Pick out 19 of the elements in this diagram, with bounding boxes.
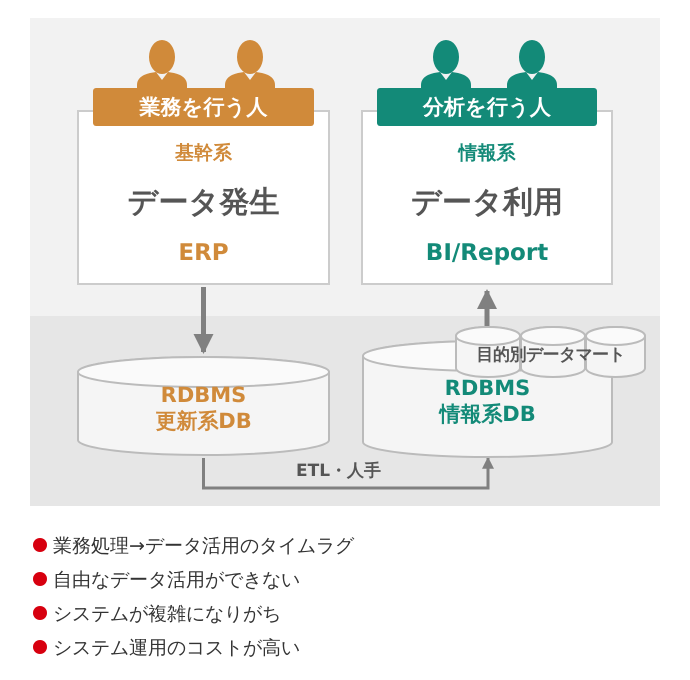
arrow [477, 289, 497, 326]
bullet-text: システムが複雑になりがち [53, 602, 281, 627]
role-tab: 業務を行う人 [93, 88, 314, 126]
bullet-text: 業務処理→データ活用のタイムラグ [53, 534, 354, 559]
box-title: データ発生 [126, 184, 280, 222]
system-type: 基幹系 [174, 141, 233, 166]
system-name: BI/Report [424, 240, 550, 266]
data-mart-label: 目的別データマート [475, 344, 626, 366]
role-tab: 分析を行う人 [377, 88, 597, 126]
arrow [202, 456, 494, 490]
system-name: ERP [177, 240, 230, 266]
system-type: 情報系 [456, 141, 516, 166]
arrow [194, 287, 214, 354]
box-title: データ利用 [410, 184, 564, 222]
bullet-text: 自由なデータ活用ができない [53, 568, 300, 593]
database-label: RDBMS 更新系DB [154, 382, 253, 434]
database-label: RDBMS 情報系DB [438, 375, 537, 427]
bullet-text: システム運用のコストが高い [53, 636, 300, 661]
edge-label: ETL・人手 [296, 460, 382, 482]
